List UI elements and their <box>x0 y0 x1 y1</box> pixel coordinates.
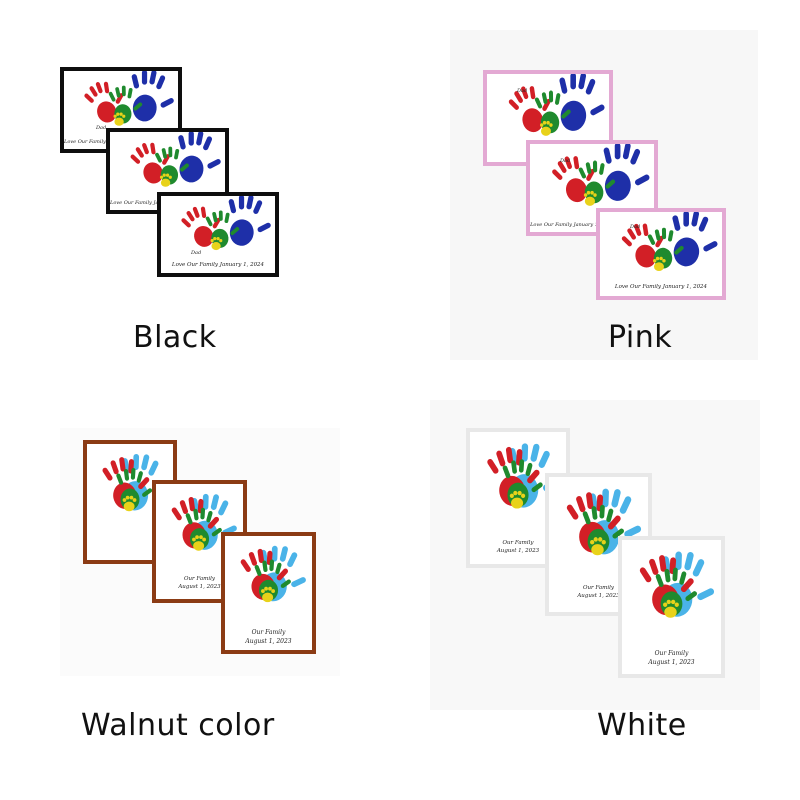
signature-dad: Dad <box>96 125 107 131</box>
handprint-art <box>102 453 167 512</box>
frame-white-3: Our Family August 1, 2023 <box>618 536 725 678</box>
signature-mom: Mom <box>680 268 693 274</box>
handprint-art <box>566 488 642 556</box>
signature-caption: Love Our Family January 1, 2024 <box>64 139 148 145</box>
handprint-art <box>84 71 174 126</box>
signature-dad: Dad <box>630 224 641 230</box>
option-black[interactable]: Dad Love Our Family January 1, 2024 Love… <box>0 0 400 400</box>
signature-caption: Love Our Family January 1, 2024 <box>530 222 614 228</box>
signature-caption: Love Our Family January 1, 2024 <box>614 284 708 290</box>
signature-line2: August 1, 2023 <box>178 584 221 590</box>
signature-caption: Love Our Family January 1, 2024 <box>171 262 265 268</box>
signature-line2: August 1, 2023 <box>577 593 620 599</box>
handprint-art <box>508 74 605 136</box>
signature-line1: Our Family <box>583 585 614 591</box>
frame-walnut-2: Our Family August 1, 2023 <box>152 480 247 603</box>
signature-caption: Love Our Family January 1, 2024 <box>110 200 194 206</box>
frame-black-1: Dad Love Our Family January 1, 2024 <box>60 67 182 153</box>
option-label-pink: Pink <box>608 320 673 355</box>
option-pink[interactable]: Dad Dad Love Our Family January 1, 2024 … <box>400 0 800 400</box>
option-white[interactable]: Our Family August 1, 2023 Our Family Aug… <box>400 400 800 800</box>
signature-line1: Our Family <box>184 576 215 582</box>
signature-line2: August 1, 2023 <box>648 659 695 666</box>
signature-line1: Our Family <box>654 650 689 657</box>
signature-line1: Our Family <box>251 629 286 636</box>
signature-dad: Dad <box>517 88 528 94</box>
signature-line2: August 1, 2023 <box>496 548 540 554</box>
frame-pink-3: Dad Mom Love Our Family January 1, 2024 <box>596 208 726 300</box>
handprint-art <box>181 196 271 251</box>
option-label-walnut: Walnut color <box>81 708 275 743</box>
handprint-art <box>639 551 715 618</box>
handprint-art <box>130 132 221 187</box>
handprint-art <box>171 493 237 551</box>
handprint-art <box>240 545 306 603</box>
signature-line1: Our Family <box>502 540 534 546</box>
handprint-art <box>487 443 560 509</box>
frame-walnut-3: Our Family August 1, 2023 <box>221 532 316 654</box>
signature-dad: Dad <box>191 250 202 256</box>
signature-dad: Dad <box>560 158 571 164</box>
option-label-black: Black <box>133 320 217 355</box>
handprint-art <box>621 212 718 272</box>
handprint-art <box>552 144 650 206</box>
option-walnut[interactable]: Our Family August 1, 2023 Our Family Aug… <box>0 400 400 800</box>
option-label-white: White <box>597 708 687 743</box>
frame-black-3: Dad Love Our Family January 1, 2024 <box>157 192 279 277</box>
signature-line2: August 1, 2023 <box>245 638 292 645</box>
